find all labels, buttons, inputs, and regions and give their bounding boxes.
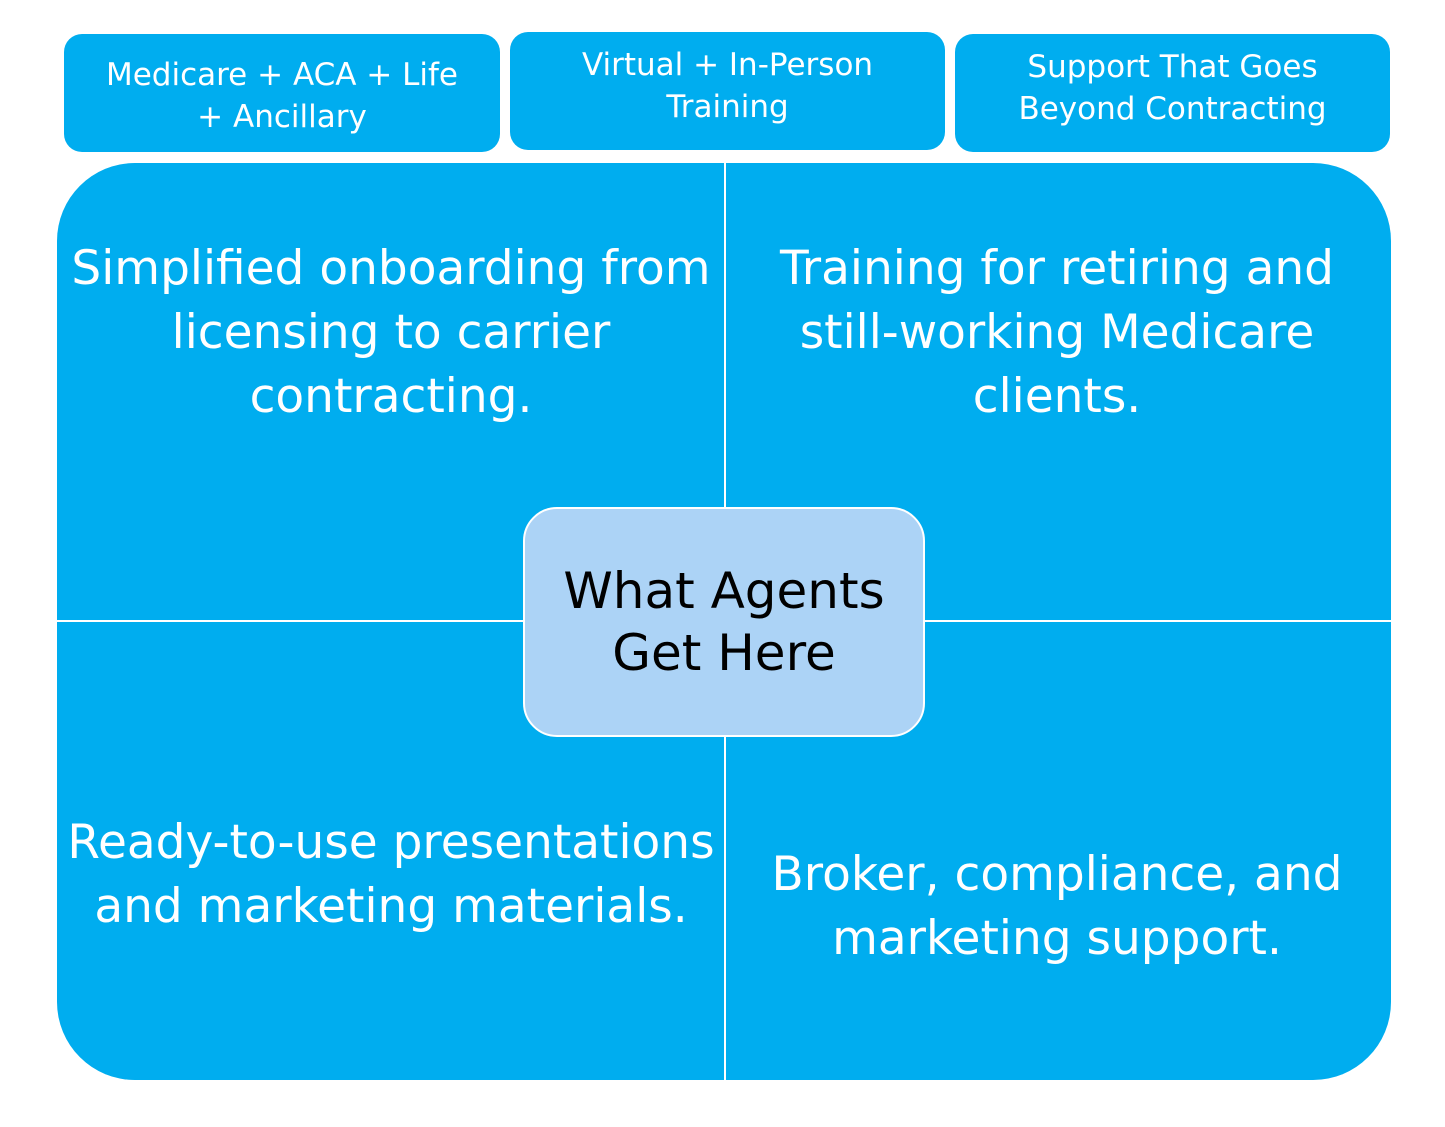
center-label-text: What Agents Get Here [563, 562, 885, 682]
top-box-support-text: Support That Goes Beyond Contracting [1018, 49, 1327, 127]
center-label-box: What Agents Get Here [523, 507, 925, 737]
top-box-training: Virtual + In-Person Training [510, 32, 945, 150]
benefits-matrix: Simplified onboarding from licensing to … [57, 163, 1391, 1080]
quadrant-top-left-text: Simplified onboarding from licensing to … [71, 241, 711, 424]
top-box-training-text: Virtual + In-Person Training [581, 47, 874, 125]
quadrant-bottom-right-text: Broker, compliance, and marketing suppor… [771, 847, 1343, 966]
top-box-product-lines-text: Medicare + ACA + Life + Ancillary [105, 57, 459, 135]
quadrant-bottom-left-text: Ready-to-use presentations and marketing… [67, 815, 715, 934]
quadrant-top-right-text: Training for retiring and still-working … [779, 241, 1335, 424]
top-box-product-lines: Medicare + ACA + Life + Ancillary [64, 34, 500, 152]
top-box-support: Support That Goes Beyond Contracting [955, 34, 1390, 152]
